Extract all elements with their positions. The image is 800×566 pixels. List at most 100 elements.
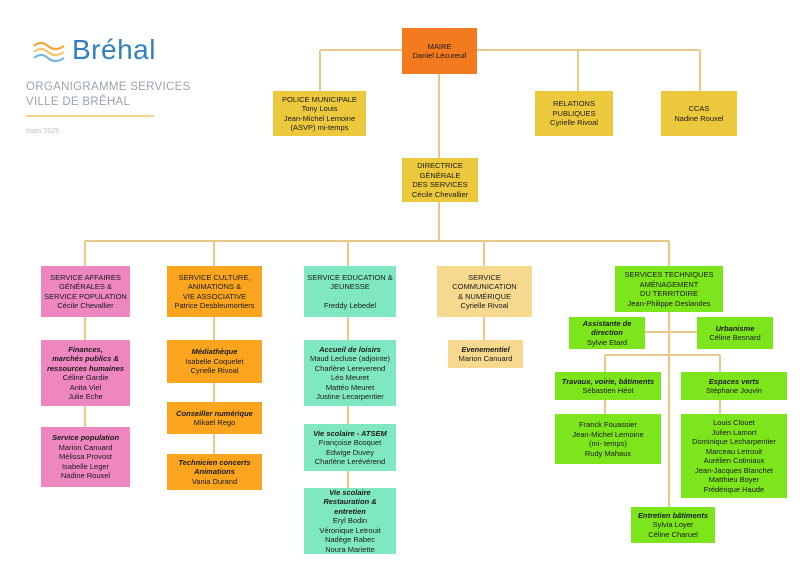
node-text-line: Louis Clouet <box>713 418 755 427</box>
node-text-line: Noura Mariette <box>325 544 375 554</box>
node-text-line: Julien Lamort <box>711 427 757 437</box>
node-text-line: Mattéo Meuret <box>325 382 375 392</box>
node-text-line: Freddy Lebedel <box>323 301 377 310</box>
node-text-line: ANIMATIONS & <box>187 282 242 291</box>
node-text-line: Charlène Lereverend <box>314 363 386 373</box>
node-text-line: Mélissa Provost <box>59 452 112 462</box>
node-text-line: Patrice Desbleumortiers <box>174 301 255 310</box>
node-text-line: Sylvia Loyer <box>652 520 694 530</box>
node-text-line: Aurélien Cotiniaux <box>703 456 765 465</box>
node-text-line: Nadine Rouxel <box>60 471 111 481</box>
node-text-line: SERVICES TECHNIQUES <box>624 270 714 279</box>
node-text-line: Céline Gardie <box>62 373 109 382</box>
node-heading-line: Accueil de loisirs <box>319 344 381 354</box>
waves-logo-icon <box>33 41 65 62</box>
node-text-line: Cécile Chevallier <box>57 301 114 310</box>
node-heading-line: Restauration & entretien <box>323 497 377 516</box>
node-text-line: JEUNESSE <box>330 282 370 291</box>
node-text-line: Léo Meuret <box>331 373 369 382</box>
title-line-1: ORGANIGRAMME SERVICES <box>26 81 191 93</box>
node-heading-line: Urbanisme <box>715 323 755 333</box>
node-text-line: SERVICE EDUCATION & <box>307 272 393 282</box>
node-text-line: Véronique Letrouit <box>319 525 381 535</box>
title-divider <box>26 115 154 117</box>
node-text-line: Vania Durand <box>191 476 238 486</box>
node-text-line: Jean-Jacques Blanchet <box>695 465 773 475</box>
node-text-line: Jean-Philippe Deslandes <box>627 298 711 308</box>
node-text-line: DIRECTRICE <box>417 161 463 170</box>
node-heading-line: Conseiller numérique <box>176 408 253 418</box>
node-heading-line: Médiathèque <box>191 347 238 357</box>
node-heading-line: Service population <box>51 433 120 443</box>
node-heading-line: Travaux, voirie, bâtiments <box>561 376 655 386</box>
node-text-line: Jean-Michel Lemoine <box>572 429 644 439</box>
node-text-line: Rudy Mahaux <box>584 448 632 458</box>
node-text-line: Sébastien Héot <box>582 386 634 395</box>
node-text-line: SERVICE <box>468 272 501 282</box>
node-text-line: (ASVP) mi-temps <box>290 123 349 132</box>
node-text-line: Marceau Letrouit <box>705 446 763 456</box>
node-text-line: Charlène Lerévérend <box>314 457 386 466</box>
node-text-line: DU TERRITOIRE <box>639 289 699 298</box>
node-text-line: PUBLIQUES <box>552 108 596 118</box>
date-label: mars 2025 <box>26 128 60 135</box>
node-text-line: Justine Lecarpentier <box>316 392 384 401</box>
node-heading-line: Technicien concerts <box>178 457 251 467</box>
node-text-line: SERVICE POPULATION <box>44 291 127 301</box>
node-text-line: Anita Viel <box>69 382 102 392</box>
title-line-2: VILLE DE BRÊHAL <box>26 96 131 108</box>
node-heading-line: Vie scolaire - ATSEM <box>313 428 387 438</box>
node-text-line: Céline Charuel <box>648 529 698 539</box>
node-text-line: Nadège Rabec <box>324 535 376 545</box>
node-text-line <box>349 292 351 302</box>
node-heading-line: Evenementiel <box>461 344 510 354</box>
node-text-line: Tony Louis <box>301 104 338 113</box>
node-text-line: Frédérique Haude <box>703 484 765 494</box>
node-service-culture: SERVICE CULTURE,ANIMATIONS &VIE ASSOCIAT… <box>167 266 262 317</box>
node-text-line: Françoise Bosquet <box>318 438 382 447</box>
node-text-line: VIE ASSOCIATIVE <box>182 291 247 301</box>
node-text-line: CCAS <box>688 104 710 113</box>
node-heading-line: Vie scolaire <box>329 487 371 497</box>
node-text-line: Nadine Rouxel <box>674 113 724 123</box>
brehal-logo: Bréhal <box>32 34 156 66</box>
node-text-line: Céline Besnard <box>709 333 761 342</box>
node-text-line: Mikaël Rego <box>193 418 236 427</box>
node-text-line: Stéphane Jouvin <box>706 386 762 395</box>
node-text-line: RELATIONS <box>553 99 595 109</box>
node-heading-line: Assistante de <box>582 318 632 328</box>
node-text-line: AMÉNAGEMENT <box>639 279 699 289</box>
node-text-line: Julie Eche <box>68 392 103 401</box>
node-text-line: (mi- temps) <box>589 439 627 448</box>
node-text-line: Franck Fouassier <box>579 420 637 429</box>
node-heading-line: Animations <box>194 467 235 477</box>
node-text-line: Isabelle Leger <box>61 461 110 471</box>
logo-text: Bréhal <box>72 34 156 65</box>
node-text-line: Jean-Michel Lemoine <box>283 113 356 123</box>
node-text-line: Daniel Lécureuil <box>412 51 467 60</box>
node-heading-line: Finances, <box>68 344 103 354</box>
node-text-line: Cyrielle Rivoal <box>550 118 598 128</box>
node-text-line: Maud Lecluse (adjointe) <box>309 354 391 363</box>
node-text-line: Matthieu Boyer <box>708 475 760 484</box>
node-text-line: SERVICE CULTURE, <box>178 272 251 282</box>
